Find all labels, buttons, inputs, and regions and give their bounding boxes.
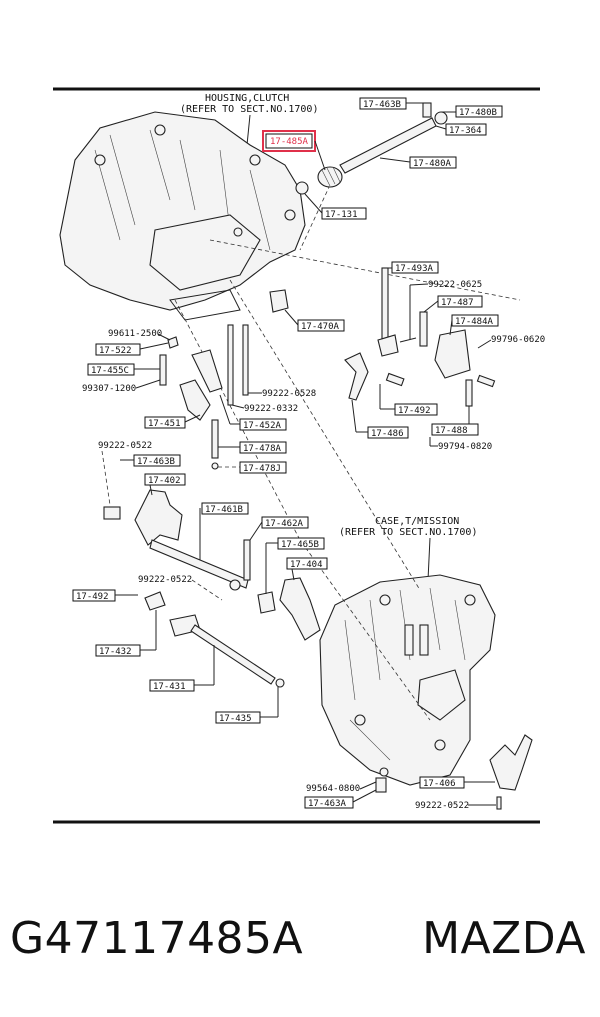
axis-line-4	[299, 184, 331, 251]
callout-17-492-left: 17-492	[76, 592, 109, 602]
callout-17-462A: 17-462A	[265, 519, 304, 529]
callout-17-455C: 17-455C	[91, 366, 129, 376]
case-header-line2: (REFER TO SECT.NO.1700)	[339, 527, 477, 538]
parts-diagram: HOUSING,CLUTCH (REFER TO SECT.NO.1700) C…	[53, 87, 545, 824]
callout-17-432: 17-432	[99, 647, 132, 657]
callout-17-131: 17-131	[325, 210, 358, 220]
plain-part-numbers: 99222-0625 99796-0620 99611-2500 99307-1…	[82, 280, 545, 811]
callout-17-487: 17-487	[441, 298, 474, 308]
pn-99222-0332: 99222-0332	[244, 404, 298, 414]
pn-99564-0800: 99564-0800	[306, 784, 360, 794]
case-header-line1: CASE,T/MISSION	[375, 516, 459, 527]
footer: G47117485A MAZDA	[0, 895, 600, 985]
callout-17-463B-top: 17-463B	[363, 100, 401, 110]
housing-header-line2: (REFER TO SECT.NO.1700)	[180, 104, 318, 115]
shift-fork-402	[103, 489, 249, 591]
shift-fork-404	[243, 539, 321, 641]
pn-99222-0522-a: 99222-0522	[98, 441, 152, 451]
left-parts-group	[159, 289, 289, 470]
callout-17-486: 17-486	[371, 429, 404, 439]
pn-99794-0820: 99794-0820	[438, 442, 492, 452]
callout-17-463B-mid: 17-463B	[137, 457, 175, 467]
transmission-case	[319, 574, 496, 786]
brand-caption: MAZDA	[422, 913, 586, 964]
shift-fork-406	[375, 734, 533, 810]
pn-99307-1200: 99307-1200	[82, 384, 136, 394]
callout-17-452A: 17-452A	[243, 421, 282, 431]
callout-17-484A: 17-484A	[455, 317, 494, 327]
callout-17-485A: 17-485A	[270, 137, 309, 147]
pn-99796-0620: 99796-0620	[491, 335, 545, 345]
callout-17-406: 17-406	[423, 779, 456, 789]
callout-17-435: 17-435	[219, 714, 252, 724]
callout-17-493A: 17-493A	[395, 264, 434, 274]
shift-rod-431	[144, 591, 285, 688]
axis-line-1	[209, 239, 521, 301]
callouts: 17-463B 17-480B 17-364 17-485A 17-480A 1…	[72, 97, 503, 809]
callout-17-364: 17-364	[449, 126, 482, 136]
callout-17-461B: 17-461B	[205, 505, 243, 515]
callout-17-488: 17-488	[435, 426, 468, 436]
axis-line-3	[229, 279, 421, 591]
pn-99222-0522-b: 99222-0522	[138, 575, 192, 585]
callout-17-451: 17-451	[148, 419, 181, 429]
pn-99222-0528: 99222-0528	[262, 389, 316, 399]
callout-17-470A: 17-470A	[301, 322, 340, 332]
callout-17-402: 17-402	[148, 476, 181, 486]
clutch-housing	[59, 111, 306, 321]
callout-17-465B: 17-465B	[281, 540, 319, 550]
pn-99222-0522-c: 99222-0522	[415, 801, 469, 811]
callout-17-478A: 17-478A	[243, 444, 282, 454]
callout-17-480A: 17-480A	[413, 159, 452, 169]
shift-shaft-assembly	[295, 102, 448, 195]
callout-17-404: 17-404	[290, 560, 323, 570]
selector-lever-group	[344, 267, 496, 407]
callout-17-463A: 17-463A	[308, 799, 347, 809]
callout-17-480B: 17-480B	[459, 108, 497, 118]
pn-99222-0625: 99222-0625	[428, 280, 482, 290]
callout-17-522: 17-522	[99, 346, 132, 356]
part-number-caption: G47117485A	[10, 913, 304, 964]
callout-17-478J: 17-478J	[243, 464, 281, 474]
callout-17-492-right: 17-492	[398, 406, 431, 416]
callout-17-431: 17-431	[153, 682, 186, 692]
pn-99611-2500: 99611-2500	[108, 329, 162, 339]
housing-header-line1: HOUSING,CLUTCH	[205, 93, 289, 104]
case-leader	[427, 537, 431, 581]
